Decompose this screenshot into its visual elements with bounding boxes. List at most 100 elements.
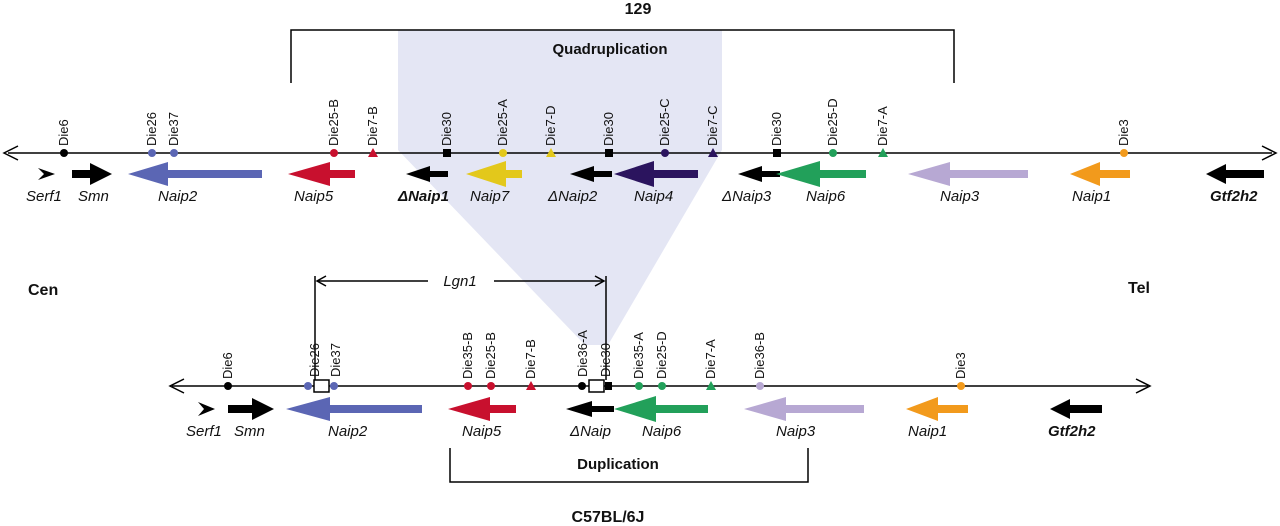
marker-b-die6: [224, 382, 232, 390]
marker-die7-c: [708, 148, 718, 157]
strain-title-129: 129: [625, 1, 652, 18]
quadruplication-bracket: [290, 29, 955, 83]
top-chromosome: Die6 Die26 Die37 Die25-B Die7-B Die30 Di…: [2, 98, 1278, 205]
lgn1-label: Lgn1: [443, 273, 476, 290]
lgn1-range: Lgn1: [314, 273, 607, 380]
gene-arrow-b-naip6: [614, 396, 708, 422]
telomere-label: Tel: [1128, 280, 1150, 297]
marker-b-die36-a: [578, 382, 586, 390]
gene-label-naip2: Naip2: [158, 188, 198, 205]
marker-die3: [1120, 149, 1128, 157]
marker-b-die26: [304, 382, 312, 390]
gene-label-gtf2h2: Gtf2h2: [1210, 188, 1258, 205]
gene-label-b-naip6: Naip6: [642, 423, 682, 440]
label-die25-a: Die25-A: [495, 99, 510, 146]
gene-label-b-naip1: Naip1: [908, 423, 947, 440]
label-b-die35-a: Die35-A: [631, 332, 646, 379]
gene-label-b-serf1: Serf1: [186, 423, 222, 440]
label-die7-d: Die7-D: [543, 106, 558, 146]
gene-label-serf1: Serf1: [26, 188, 62, 205]
label-die25-d: Die25-D: [825, 98, 840, 146]
gene-arrow-delta-naip2: [570, 166, 612, 182]
bottom-axis-right-arrowhead: [1135, 378, 1152, 394]
label-b-die30: Die30: [598, 343, 613, 377]
marker-b-open-box-1: [313, 379, 330, 393]
label-die30-1: Die30: [439, 112, 454, 146]
marker-b-die25-d: [658, 382, 666, 390]
marker-b-die3: [957, 382, 965, 390]
bottom-axis-left-arrowhead: [168, 378, 185, 394]
label-b-die26: Die26: [307, 343, 322, 377]
marker-die7-a: [878, 148, 888, 157]
gene-arrow-gtf2h2: [1206, 164, 1264, 184]
label-die37: Die37: [166, 112, 181, 146]
gene-arrow-smn: [72, 163, 112, 185]
gene-arrow-b-naip3: [744, 397, 864, 421]
label-b-die6: Die6: [220, 352, 235, 379]
label-b-die25-d: Die25-D: [654, 331, 669, 379]
marker-b-die30: [605, 382, 612, 390]
marker-b-die37: [330, 382, 338, 390]
label-die25-c: Die25-C: [657, 98, 672, 146]
gene-label-delta-naip1: ΔNaip1: [397, 188, 449, 205]
gene-arrow-naip2: [128, 162, 262, 186]
gene-arrow-b-naip5: [448, 397, 516, 421]
gene-label-delta-naip2: ΔNaip2: [547, 188, 598, 205]
gene-arrow-naip1: [1070, 162, 1130, 186]
gene-label-b-delta-naip: ΔNaip: [569, 423, 611, 440]
gene-label-naip7: Naip7: [470, 188, 510, 205]
marker-b-open-box-2: [588, 379, 605, 393]
centromere-label: Cen: [28, 282, 58, 299]
gene-arrow-b-naip2: [286, 397, 422, 421]
label-b-die7-b: Die7-B: [523, 339, 538, 379]
gene-arrow-b-serf1: [198, 402, 215, 416]
marker-die37: [170, 149, 178, 157]
label-die30-2: Die30: [601, 112, 616, 146]
marker-die25-c: [661, 149, 669, 157]
top-axis-right-arrowhead: [1261, 145, 1278, 161]
gene-label-b-smn: Smn: [234, 423, 265, 440]
gene-label-b-naip5: Naip5: [462, 423, 502, 440]
marker-b-die25-b: [487, 382, 495, 390]
marker-die30-3: [773, 149, 781, 157]
duplication-label: Duplication: [577, 456, 659, 473]
marker-b-die36-b: [756, 382, 764, 390]
lgn1-left-arrowhead: [315, 275, 327, 287]
marker-b-die35-b: [464, 382, 472, 390]
marker-die25-d: [829, 149, 837, 157]
top-axis-left-arrowhead: [2, 145, 19, 161]
gene-arrow-b-naip1: [906, 397, 968, 421]
label-die30-3: Die30: [769, 112, 784, 146]
marker-b-die7-a: [706, 381, 716, 390]
marker-die25-b: [330, 149, 338, 157]
label-b-die37: Die37: [328, 343, 343, 377]
quadruplication-shading: [398, 30, 722, 345]
marker-die26: [148, 149, 156, 157]
marker-die30-1: [443, 149, 451, 157]
label-b-die25-b: Die25-B: [483, 332, 498, 379]
label-b-die36-a: Die36-A: [575, 330, 590, 377]
gene-arrow-naip6: [776, 161, 866, 187]
label-b-die35-b: Die35-B: [460, 332, 475, 379]
strain-title-c57: C57BL/6J: [572, 509, 645, 526]
quadruplication-label: Quadruplication: [552, 41, 667, 58]
gene-arrow-b-delta-naip: [566, 401, 614, 417]
label-b-die36-b: Die36-B: [752, 332, 767, 379]
lgn1-right-arrowhead: [594, 275, 606, 287]
marker-b-die7-b: [526, 381, 536, 390]
marker-die6: [60, 149, 68, 157]
marker-b-die35-a: [635, 382, 643, 390]
gene-arrow-naip4: [614, 161, 698, 187]
label-b-die3: Die3: [953, 352, 968, 379]
gene-arrow-delta-naip3: [738, 166, 780, 182]
marker-die30-2: [605, 149, 613, 157]
gene-label-b-naip2: Naip2: [328, 423, 368, 440]
gene-label-delta-naip3: ΔNaip3: [721, 188, 772, 205]
gene-arrow-b-gtf2h2: [1050, 399, 1102, 419]
gene-arrow-naip5: [288, 162, 355, 186]
duplication-bracket: [449, 448, 809, 483]
bottom-chromosome: Die6 Die26 Die37 Die35-B Die25-B Die7-B …: [168, 330, 1152, 440]
label-die3: Die3: [1116, 119, 1131, 146]
gene-label-naip3: Naip3: [940, 188, 980, 205]
